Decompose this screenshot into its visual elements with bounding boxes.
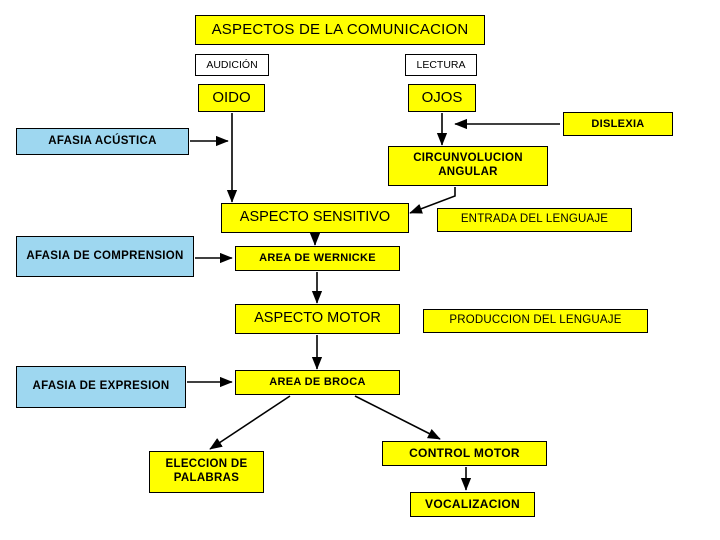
node-produccion-lenguaje: PRODUCCION DEL LENGUAJE (423, 309, 648, 333)
node-aspecto-motor: ASPECTO MOTOR (235, 304, 400, 334)
node-aspecto-sensitivo: ASPECTO SENSITIVO (221, 203, 409, 233)
node-afasia-comprension: AFASIA DE COMPRENSION (16, 236, 194, 277)
node-ojos: OJOS (408, 84, 476, 112)
node-afasia-acustica: AFASIA ACÚSTICA (16, 128, 189, 155)
node-entrada-lenguaje: ENTRADA DEL LENGUAJE (437, 208, 632, 232)
node-lectura: LECTURA (405, 54, 477, 76)
node-afasia-expresion: AFASIA DE EXPRESION (16, 366, 186, 408)
connector-broca-to-control-motor (354, 395, 441, 440)
node-eleccion-palabras: ELECCION DE PALABRAS (149, 451, 264, 493)
node-oido: OIDO (198, 84, 265, 112)
node-area-wernicke: AREA DE WERNICKE (235, 246, 400, 271)
node-control-motor: CONTROL MOTOR (382, 441, 547, 466)
node-vocalizacion: VOCALIZACION (410, 492, 535, 517)
node-dislexia: DISLEXIA (563, 112, 673, 136)
node-title: ASPECTOS DE LA COMUNICACION (195, 15, 485, 45)
connector-broca-to-eleccion (209, 395, 291, 450)
node-circunvolucion: CIRCUNVOLUCION ANGULAR (388, 146, 548, 186)
node-area-broca: AREA DE BROCA (235, 370, 400, 395)
node-audicion: AUDICIÓN (195, 54, 269, 76)
